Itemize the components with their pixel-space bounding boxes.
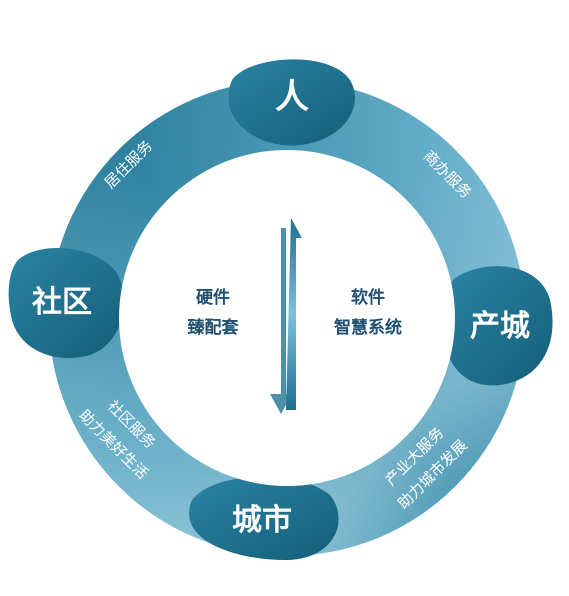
center-right-line1: 软件 bbox=[351, 287, 385, 308]
center-left-line2: 臻配套 bbox=[188, 317, 240, 338]
node-left-blob bbox=[8, 248, 124, 359]
center-left-line1: 硬件 bbox=[196, 287, 230, 308]
center-arrow-up bbox=[286, 218, 302, 410]
node-top-label: 人 bbox=[275, 77, 309, 117]
node-bottom-label: 城市 bbox=[232, 503, 292, 538]
node-bottom-blob bbox=[189, 476, 339, 560]
node-left-label: 社区 bbox=[32, 285, 92, 320]
center-right-line2: 智慧系统 bbox=[334, 317, 402, 338]
node-right-blob bbox=[444, 266, 553, 386]
node-top-blob bbox=[228, 59, 355, 146]
center-arrow-down bbox=[270, 228, 292, 414]
inner-circle bbox=[119, 150, 455, 486]
node-right-label: 产城 bbox=[470, 309, 530, 344]
